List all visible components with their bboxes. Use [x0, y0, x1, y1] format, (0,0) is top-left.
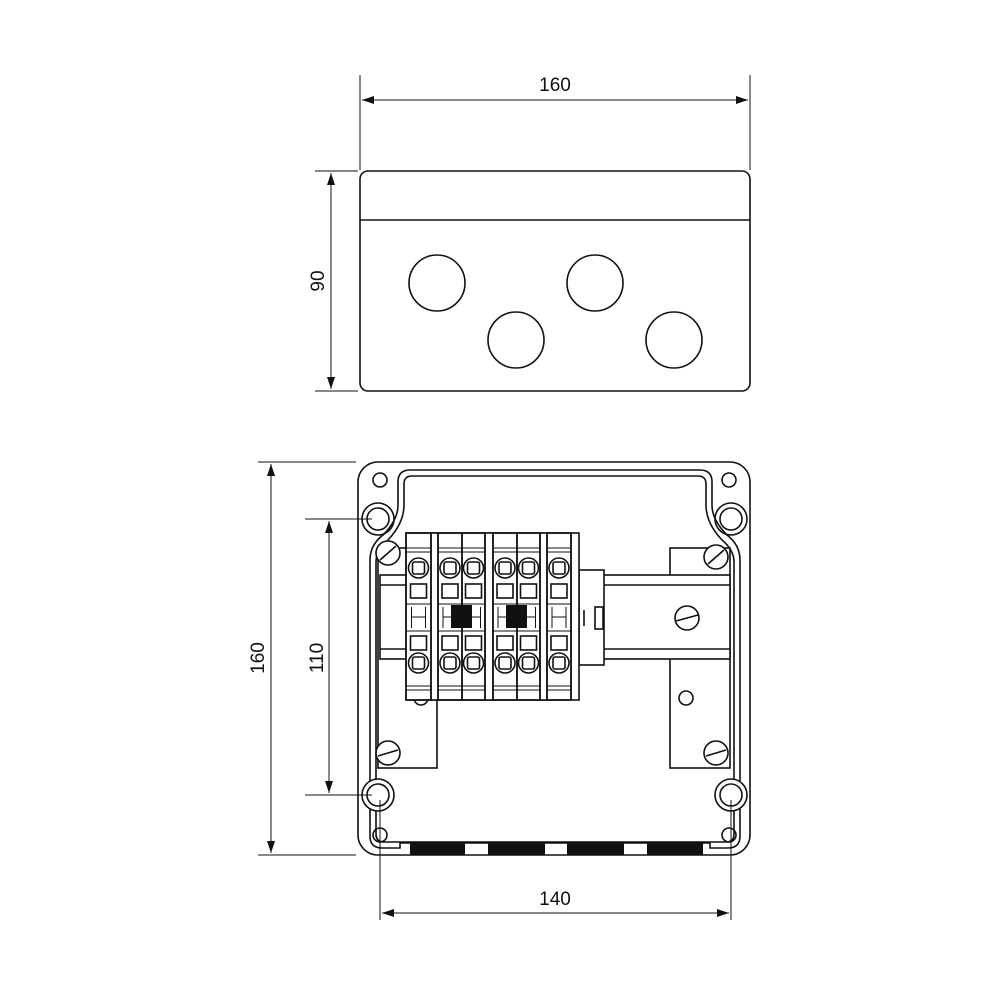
cable-entry-hole — [645, 311, 703, 369]
end-clamp — [578, 569, 605, 666]
wire-entry — [464, 635, 483, 651]
wire-entry — [550, 635, 568, 651]
dimension-label: 160 — [539, 75, 571, 96]
wire-entry — [409, 583, 428, 599]
wire-entry — [441, 583, 459, 599]
terminal-screw-icon — [439, 557, 461, 579]
bridge-slot — [551, 607, 567, 628]
dimension-label: 140 — [539, 889, 571, 910]
cable-gland-strip — [410, 843, 703, 855]
dimension-label: 90 — [308, 270, 329, 291]
terminal-screw-icon — [462, 557, 485, 579]
dimension-label: 110 — [307, 643, 328, 673]
wire-entry — [519, 583, 538, 599]
terminal-screw-icon — [439, 652, 461, 674]
wire-entry — [550, 583, 568, 599]
terminal-module — [546, 532, 572, 701]
terminal-screw-icon — [548, 652, 570, 674]
cable-entry-hole — [487, 311, 545, 369]
dimension-mount-height: 110 — [305, 518, 372, 796]
screw-icon — [375, 540, 729, 766]
bridge-slot — [411, 607, 426, 628]
jumper-bridge — [506, 605, 527, 628]
jumper-bridge — [451, 605, 472, 628]
terminal-screw-icon — [494, 557, 516, 579]
dimension-top-height: 90 — [308, 170, 358, 392]
terminal-screw-icon — [494, 652, 516, 674]
terminal-block — [405, 532, 580, 701]
wire-entry — [464, 583, 483, 599]
wire-entry — [496, 635, 514, 651]
terminal-screw-icon — [517, 652, 540, 674]
wire-entry — [409, 635, 428, 651]
dimension-label: 160 — [248, 642, 269, 674]
cable-entry-hole — [408, 254, 466, 312]
dimension-top-width: 160 — [359, 75, 751, 170]
wire-entry — [519, 635, 538, 651]
dimension-front-height: 160 — [248, 461, 356, 856]
terminal-screw-icon — [548, 557, 570, 579]
terminal-screw-icon — [407, 652, 430, 674]
terminal-screw-icon — [462, 652, 485, 674]
front-view-enclosure — [357, 461, 751, 856]
dimension-mount-width: 140 — [379, 800, 732, 920]
separator-plate — [539, 532, 548, 701]
cable-entry-hole — [566, 254, 624, 312]
separator-plate — [484, 532, 494, 701]
terminal-screw-icon — [517, 557, 540, 579]
mounting-boss — [361, 502, 748, 812]
terminal-module — [405, 532, 432, 701]
terminal-screw-icon — [407, 557, 430, 579]
bracket-hole — [678, 690, 694, 706]
side-view-enclosure — [359, 170, 751, 392]
wire-entry — [496, 583, 514, 599]
separator-plate — [430, 532, 439, 701]
wire-entry — [441, 635, 459, 651]
